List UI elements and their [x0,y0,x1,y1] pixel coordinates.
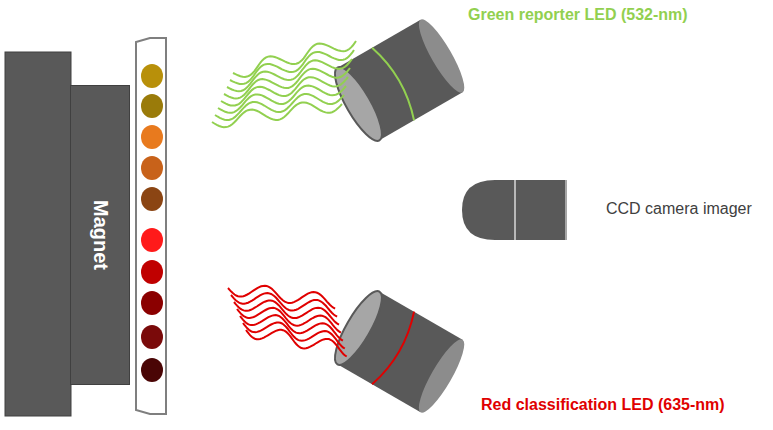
sample-wells [141,64,163,382]
magnet-block [5,52,71,416]
light-wave [246,330,347,357]
light-wave [234,300,339,324]
ccd-camera [462,180,566,240]
light-wave [233,41,356,77]
node-label: Magnet [89,200,112,270]
sample-rack [136,38,166,414]
light-wave [243,323,345,349]
led-label: Red classification LED (635-nm) [481,396,725,414]
red-led [327,286,471,418]
light-wave [231,293,337,317]
green-led [327,15,471,147]
led-label: Green reporter LED (532-nm) [468,6,688,24]
magnet-block: Magnet [70,85,130,385]
camera-label: CCD camera imager [606,200,752,218]
light-wave [230,50,354,84]
